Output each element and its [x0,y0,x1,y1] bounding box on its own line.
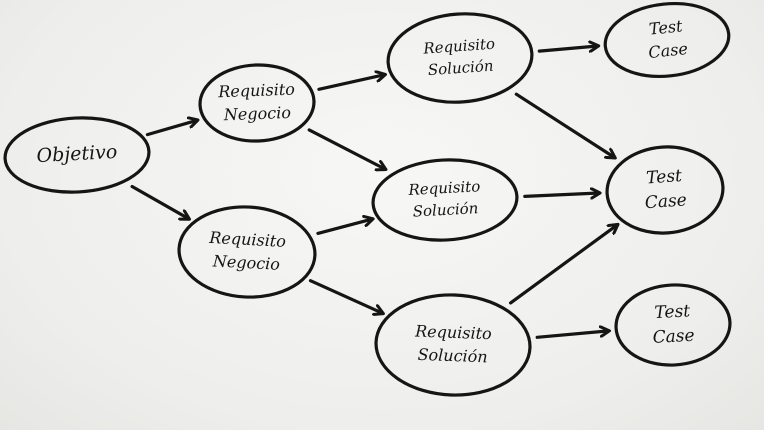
node-label: Objetivo [36,141,118,167]
node-label: Case [644,190,687,213]
node-outline [614,283,732,367]
node-label: Case [647,39,688,62]
arrow-objetivo-to-rn2 [130,184,189,219]
arrow-rs3-to-tc2 [509,225,618,305]
node-objetivo: Objetivo [3,116,151,194]
node-label: Requisito [407,177,481,199]
arrow-rs1-to-tc1 [537,46,597,51]
node-label: Solución [427,57,494,80]
node-label: Requisito [217,80,295,102]
node-outline [605,145,725,235]
arrow-rs1-to-tc2 [514,92,614,157]
arrow-rn1-to-rs1 [317,75,385,91]
node-label: Test [646,166,683,188]
node-outline [371,158,519,242]
arrow-objetivo-to-rn1 [145,120,197,137]
arrow-rn2-to-rs3 [308,279,383,314]
node-outline [603,2,731,78]
node-label: Solución [412,199,479,220]
node-label: Solución [417,345,488,366]
node-outline [198,63,316,143]
node-label: Test [648,16,684,38]
nodes: ObjetivoRequisitoNegocioRequisitoNegocio… [3,2,732,397]
node-label: Case [652,326,695,348]
node-label: Negocio [223,103,292,124]
node-outline [374,293,532,397]
node-label: Requisito [208,228,286,251]
node-label: Negocio [211,251,280,274]
node-label: Requisito [414,322,492,344]
arrow-rs3-to-tc3 [535,331,608,339]
arrow-rn2-to-rs2 [316,219,372,235]
node-outline [177,205,317,299]
arrow-rn1-to-rs2 [307,128,385,169]
node-outline [3,116,151,194]
edges [130,46,618,339]
node-label: Test [654,301,691,323]
arrow-rs2-to-tc2 [523,193,599,196]
node-label: Requisito [422,35,496,58]
node-outline [386,12,534,104]
